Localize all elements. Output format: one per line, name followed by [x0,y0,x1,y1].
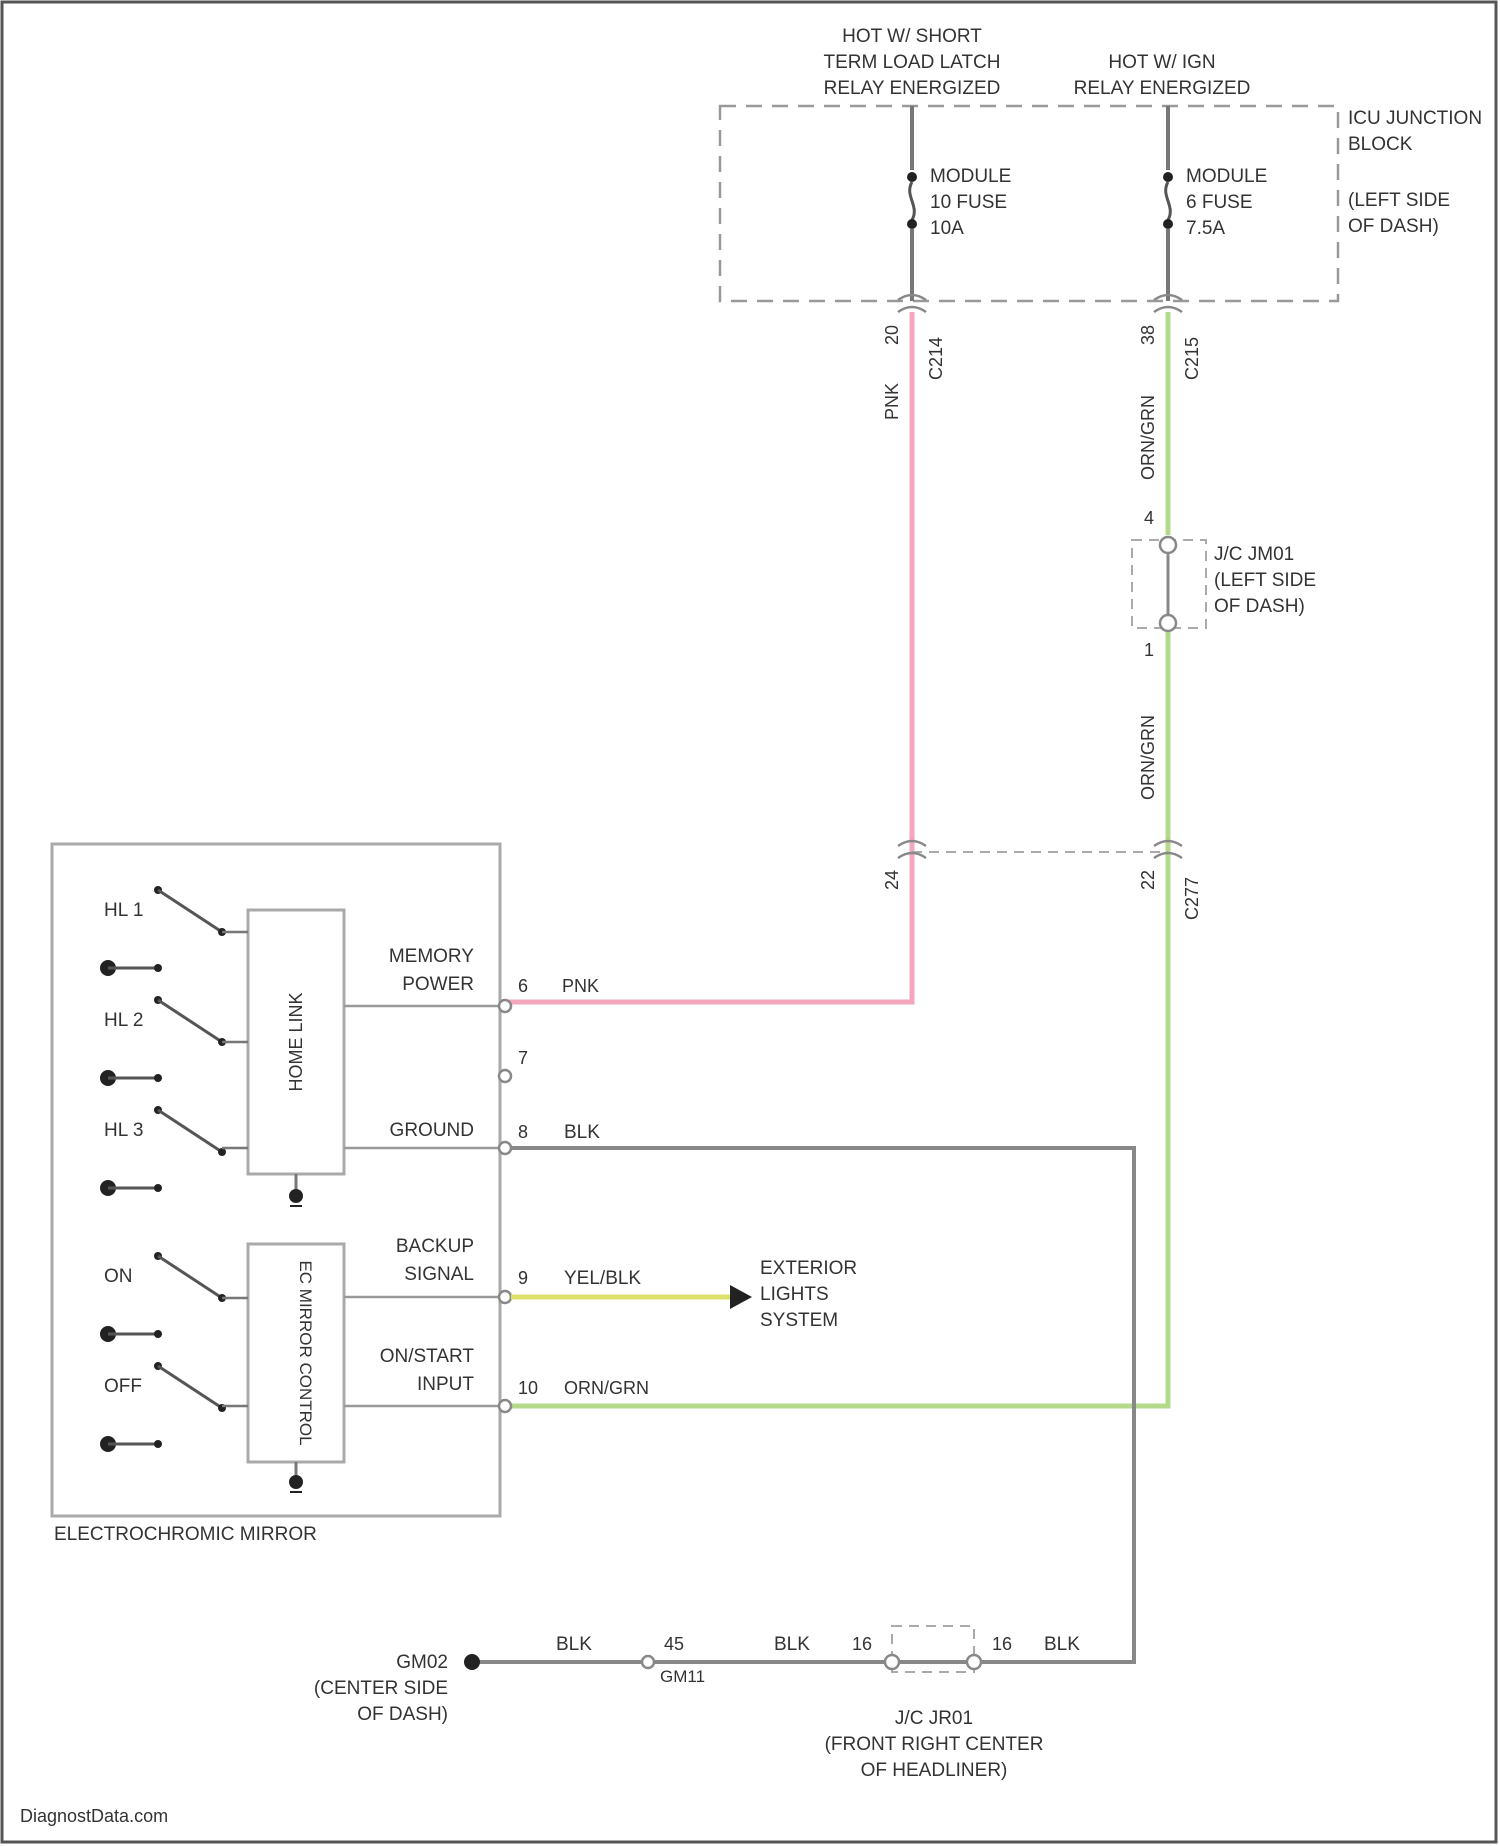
switch-label: HL 3 [104,1120,143,1141]
c214-pin: 20 [882,325,902,345]
junction-block-line-4: OF DASH) [1348,216,1439,237]
grn-label-upper: ORN/GRN [1138,395,1158,480]
c215-id: C215 [1182,337,1202,380]
mirror-title: ELECTROCHROMIC MIRROR [54,1524,317,1545]
blk-label-top: BLK [564,1122,600,1143]
pin-7-number: 7 [518,1048,528,1068]
wire-yel-blk: YEL/BLK EXTERIOR LIGHTS SYSTEM [511,1258,857,1331]
pnk-label-horizontal: PNK [562,976,599,996]
pin-10-label-2: INPUT [417,1374,474,1395]
jm01-label-3: OF DASH) [1214,596,1305,617]
switch-label: ON [104,1266,133,1287]
blk-label-gm02: BLK [556,1634,592,1655]
grn-label-bottom: ORN/GRN [564,1378,649,1398]
wire-orn-grn: ORN/GRN ORN/GRN ORN/GRN [505,312,1168,1406]
pin-8-label: GROUND [390,1120,474,1141]
junction-block-label: ICU JUNCTION BLOCK (LEFT SIDE OF DASH) [1348,108,1482,237]
jr01-label-2: (FRONT RIGHT CENTER [825,1734,1044,1755]
grn-label-middle: ORN/GRN [1138,715,1158,800]
fuse-module-6: MODULE 6 FUSE 7.5A [1163,106,1267,301]
pin-6-number: 6 [518,976,528,996]
mirror-connector: 6 7 8 9 10 [499,976,538,1412]
jr01-pin-left: 16 [852,1634,872,1654]
pin-8-number: 8 [518,1122,528,1142]
mirror-switches: HL 1 HL 2 HL 3 ON OFF [100,886,248,1452]
pnk-label-vertical: PNK [882,383,902,420]
hot-ign-label-2: RELAY ENERGIZED [1074,78,1251,99]
home-link-label: HOME LINK [286,992,306,1091]
exterior-line-3: SYSTEM [760,1310,838,1331]
gm11-id: GM11 [660,1667,705,1686]
jr01-label-3: OF HEADLINER) [861,1760,1008,1781]
fuse-1-name: MODULE [930,166,1011,187]
hot-short-label-3: RELAY ENERGIZED [824,78,1001,99]
c277-pin-left: 24 [882,870,902,890]
connector-c277: 24 22 C277 [882,841,1202,920]
ground-run: GM02 (CENTER SIDE OF DASH) BLK 45 GM11 B… [314,1626,1080,1781]
jm01-label-2: (LEFT SIDE [1214,570,1316,591]
switch-off: OFF [100,1362,248,1452]
hot-short-label-2: TERM LOAD LATCH [823,52,1000,73]
gm11-pin: 45 [664,1634,684,1654]
ec-control-module [248,1244,344,1462]
watermark: DiagnostData.com [20,1806,168,1826]
fuse-2-name: MODULE [1186,166,1267,187]
switch-hl-1: HL 1 [100,886,248,976]
jr01-pin-right: 16 [992,1634,1012,1654]
jm01-pin-top: 4 [1144,508,1154,528]
ground-gm02-icon [464,1654,480,1670]
switch-label: HL 1 [104,900,143,921]
jm01-pin-bottom: 1 [1144,640,1154,660]
mirror-pin-labels: MEMORY POWER GROUND BACKUP SIGNAL ON/STA… [380,946,475,1395]
c277-pin-right: 22 [1138,870,1158,890]
fuse-1-number: 10 FUSE [930,192,1007,213]
exterior-line-1: EXTERIOR [760,1258,857,1279]
pin-6-label-1: MEMORY [389,946,474,967]
junction-block-line-3: (LEFT SIDE [1348,190,1450,211]
gm02-line-3: OF DASH) [357,1704,448,1725]
jr01-label-1: J/C JR01 [895,1708,973,1729]
jc-jm01: 4 1 J/C JM01 (LEFT SIDE OF DASH) [1132,508,1316,660]
hot-ign-label-1: HOT W/ IGN [1108,52,1215,73]
hot-short-label-1: HOT W/ SHORT [842,26,982,47]
switch-hl-3: HL 3 [100,1106,248,1196]
switch-hl-2: HL 2 [100,996,248,1086]
gm02-id: GM02 [396,1652,448,1673]
home-link-ground-icon [289,1174,303,1206]
pin-10-number: 10 [518,1378,538,1398]
switch-label: OFF [104,1376,142,1397]
fuse-2-number: 6 FUSE [1186,192,1253,213]
gm02-line-2: (CENTER SIDE [314,1678,448,1699]
blk-label-right: BLK [1044,1634,1080,1655]
top-power-labels: HOT W/ SHORT TERM LOAD LATCH RELAY ENERG… [823,26,1250,99]
jm01-label-1: J/C JM01 [1214,544,1294,565]
pin-6-label-2: POWER [402,974,474,995]
c215-pin: 38 [1138,325,1158,345]
fuse-module-10: MODULE 10 FUSE 10A [907,106,1011,301]
blk-label-middle: BLK [774,1634,810,1655]
c214-id: C214 [926,337,946,380]
wire-pnk: PNK PNK [505,312,912,1002]
pin-9-label-1: BACKUP [396,1236,474,1257]
switch-label: HL 2 [104,1010,143,1031]
ec-control-label: EC MIRROR CONTROL [296,1260,315,1445]
c277-id: C277 [1182,877,1202,920]
pin-10-label-1: ON/START [380,1346,475,1367]
jc-jr01-outline [892,1626,974,1672]
pin-9-number: 9 [518,1268,528,1288]
junction-block-line-2: BLOCK [1348,134,1413,155]
yel-blk-label: YEL/BLK [564,1268,641,1289]
ec-control-ground-icon [289,1462,303,1492]
fuse-2-rating: 7.5A [1186,218,1225,239]
fuse-1-rating: 10A [930,218,964,239]
switch-on: ON [100,1252,248,1342]
junction-block-line-1: ICU JUNCTION [1348,108,1482,129]
exterior-lights-arrow-icon [730,1285,752,1309]
exterior-line-2: LIGHTS [760,1284,829,1305]
pin-9-label-2: SIGNAL [404,1264,474,1285]
